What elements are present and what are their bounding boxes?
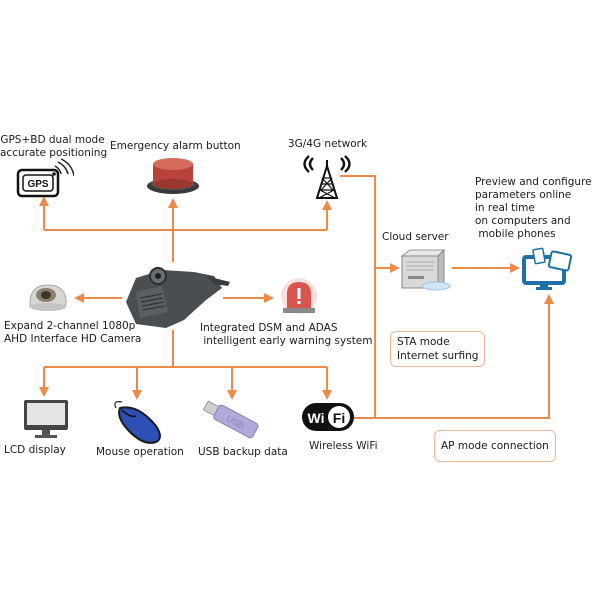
gps-module-icon: GPS: [14, 158, 75, 204]
dashcam-device-icon: [122, 262, 232, 336]
gps-label: GPS+BD dual mode accurate positioning: [0, 134, 108, 159]
cell-tower-icon: [303, 154, 351, 204]
wifi-logo-icon: Wi Fi: [301, 401, 355, 437]
usb-label: USB backup data: [198, 446, 288, 458]
alarm-button-icon: [145, 156, 201, 200]
mouse-label: Mouse operation: [96, 446, 184, 458]
dome-camera-icon: [24, 281, 70, 317]
devices-icon: [520, 247, 580, 299]
usb-drive-icon: USB: [200, 398, 262, 446]
wifi-label: Wireless WiFi: [309, 440, 378, 452]
monitor-icon: [22, 398, 70, 444]
mouse-icon: [108, 400, 168, 450]
wire-wifi-out: [354, 294, 554, 419]
lcd-label: LCD display: [4, 444, 66, 456]
sta-mode-callout: STA mode Internet surfing: [390, 331, 486, 367]
wire-network-trunk: [340, 175, 376, 418]
ap-mode-callout: AP mode connection: [434, 430, 556, 462]
warning-beacon-icon: [276, 278, 322, 320]
dsm-label: Integrated DSM and ADAS intelligent earl…: [200, 322, 373, 347]
wifi-icon-text-fi: Fi: [333, 410, 345, 426]
wifi-icon-text-wi: Wi: [308, 410, 325, 426]
cloud-label: Cloud server: [382, 231, 449, 243]
network-label: 3G/4G network: [287, 138, 368, 150]
preview-label: Preview and configure parameters online …: [475, 176, 592, 240]
alarm-label: Emergency alarm button: [110, 140, 241, 152]
gps-icon-text: GPS: [27, 179, 48, 190]
server-icon: [398, 248, 452, 296]
camera-label: Expand 2-channel 1080p AHD Interface HD …: [4, 320, 142, 345]
